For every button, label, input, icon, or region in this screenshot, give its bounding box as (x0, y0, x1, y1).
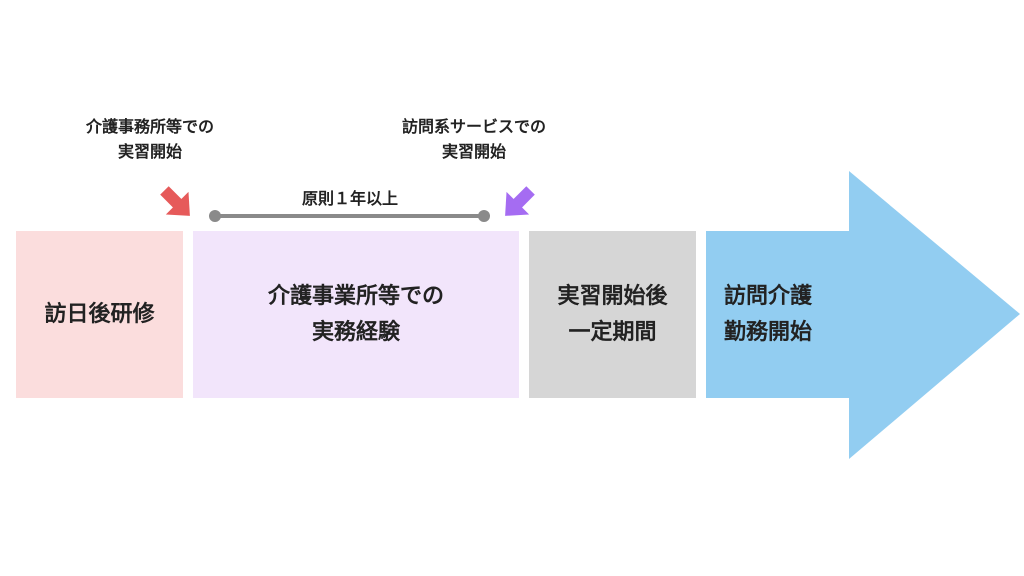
step-fixed-period-line1: 実習開始後 (557, 283, 668, 309)
annotation-office-line1: 介護事務所等での (85, 117, 214, 136)
duration-label-text: 原則１年以上 (301, 189, 398, 208)
annotation-start-practice-visit: 訪問系サービスでの 実習開始 (364, 114, 584, 164)
annotation-office-line2: 実習開始 (117, 142, 182, 161)
step-post-visit-training-label: 訪日後研修 (44, 301, 155, 327)
step-care-office-experience: 介護事業所等での 実務経験 (193, 231, 519, 398)
arrow-down-right-icon-office (160, 186, 190, 216)
duration-bar (209, 210, 490, 222)
duration-bar-end-dot (478, 210, 490, 222)
annotation-visit-line2: 実習開始 (441, 142, 506, 161)
step-home-care-start-line1: 訪問介護 (724, 283, 813, 309)
duration-label: 原則１年以上 (260, 186, 440, 211)
step-fixed-period: 実習開始後 一定期間 (529, 231, 696, 398)
annotation-visit-line1: 訪問系サービスでの (401, 117, 546, 136)
step-post-visit-training: 訪日後研修 (16, 231, 183, 398)
step-fixed-period-line2: 一定期間 (568, 319, 657, 345)
arrow-polygon (706, 171, 1020, 459)
step-care-office-experience-line1: 介護事業所等での (267, 283, 444, 309)
step-care-office-experience-line2: 実務経験 (311, 319, 400, 345)
step-home-care-start: 訪問介護 勤務開始 (706, 231, 846, 398)
step-home-care-start-line2: 勤務開始 (724, 319, 813, 345)
arrow-down-left-icon-visit (505, 186, 535, 216)
annotation-start-practice-office: 介護事務所等での 実習開始 (50, 114, 250, 164)
duration-bar-start-dot (209, 210, 221, 222)
